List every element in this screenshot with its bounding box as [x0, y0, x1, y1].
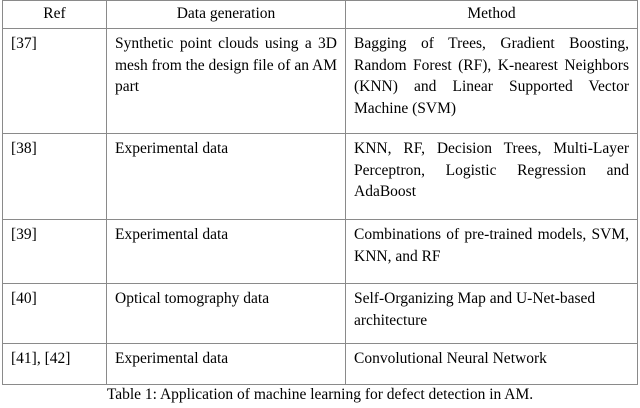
- cell-data-generation: Optical tomography data: [106, 283, 346, 344]
- column-header-method: Method: [345, 0, 638, 29]
- cell-method-text: Bagging of Trees, Gradient Boosting, Ran…: [354, 35, 629, 117]
- cell-ref-text: [40]: [11, 290, 37, 307]
- cell-method: Self-Organizing Map and U-Net-based arch…: [345, 283, 638, 344]
- table-row: [38] Experimental data KNN, RF, Decision…: [2, 133, 638, 220]
- cell-data-generation: Synthetic point clouds using a 3D mesh f…: [106, 28, 346, 134]
- cell-ref-text: [41], [42]: [11, 350, 71, 367]
- table-caption: Table 1: Application of machine learning…: [106, 386, 534, 403]
- cell-data-generation-text: Experimental data: [115, 350, 229, 367]
- table-row: [41], [42] Experimental data Convolution…: [2, 343, 638, 385]
- cell-data-generation: Experimental data: [106, 133, 346, 220]
- cell-ref: [38]: [2, 133, 107, 220]
- table-row: [37] Synthetic point clouds using a 3D m…: [2, 28, 638, 134]
- cell-ref: [41], [42]: [2, 343, 107, 385]
- table-header: Ref Data generation Method: [2, 0, 638, 29]
- cell-ref: [37]: [2, 28, 107, 134]
- cell-method-text: Self-Organizing Map and U-Net-based arch…: [354, 290, 596, 329]
- cell-ref-text: [39]: [11, 226, 37, 243]
- cell-method: KNN, RF, Decision Trees, Multi-Layer Per…: [345, 133, 638, 220]
- cell-ref: [40]: [2, 283, 107, 344]
- cell-method-text: Combinations of pre-trained models, SVM,…: [354, 226, 629, 265]
- cell-data-generation: Experimental data: [106, 343, 346, 385]
- cell-data-generation: Experimental data: [106, 219, 346, 284]
- table-row: [40] Optical tomography data Self-Organi…: [2, 283, 638, 344]
- cell-ref: [39]: [2, 219, 107, 284]
- cell-data-generation-text: Optical tomography data: [115, 290, 270, 307]
- table-row: [39] Experimental data Combinations of p…: [2, 219, 638, 284]
- table-body: [37] Synthetic point clouds using a 3D m…: [2, 28, 638, 385]
- cell-method-text: KNN, RF, Decision Trees, Multi-Layer Per…: [354, 140, 629, 200]
- cell-data-generation-text: Experimental data: [115, 140, 229, 157]
- column-header-ref: Ref: [2, 0, 107, 29]
- cell-data-generation-text: Experimental data: [115, 226, 229, 243]
- ml-defect-detection-table: Ref Data generation Method [37] Syntheti…: [2, 0, 638, 385]
- cell-method: Combinations of pre-trained models, SVM,…: [345, 219, 638, 284]
- cell-method: Bagging of Trees, Gradient Boosting, Ran…: [345, 28, 638, 134]
- cell-ref-text: [37]: [11, 35, 37, 52]
- cell-method: Convolutional Neural Network: [345, 343, 638, 385]
- cell-data-generation-text: Synthetic point clouds using a 3D mesh f…: [115, 35, 337, 95]
- cell-method-text: Convolutional Neural Network: [354, 350, 547, 367]
- cell-ref-text: [38]: [11, 140, 37, 157]
- table-header-row: Ref Data generation Method: [2, 0, 638, 29]
- column-header-data-generation: Data generation: [106, 0, 346, 29]
